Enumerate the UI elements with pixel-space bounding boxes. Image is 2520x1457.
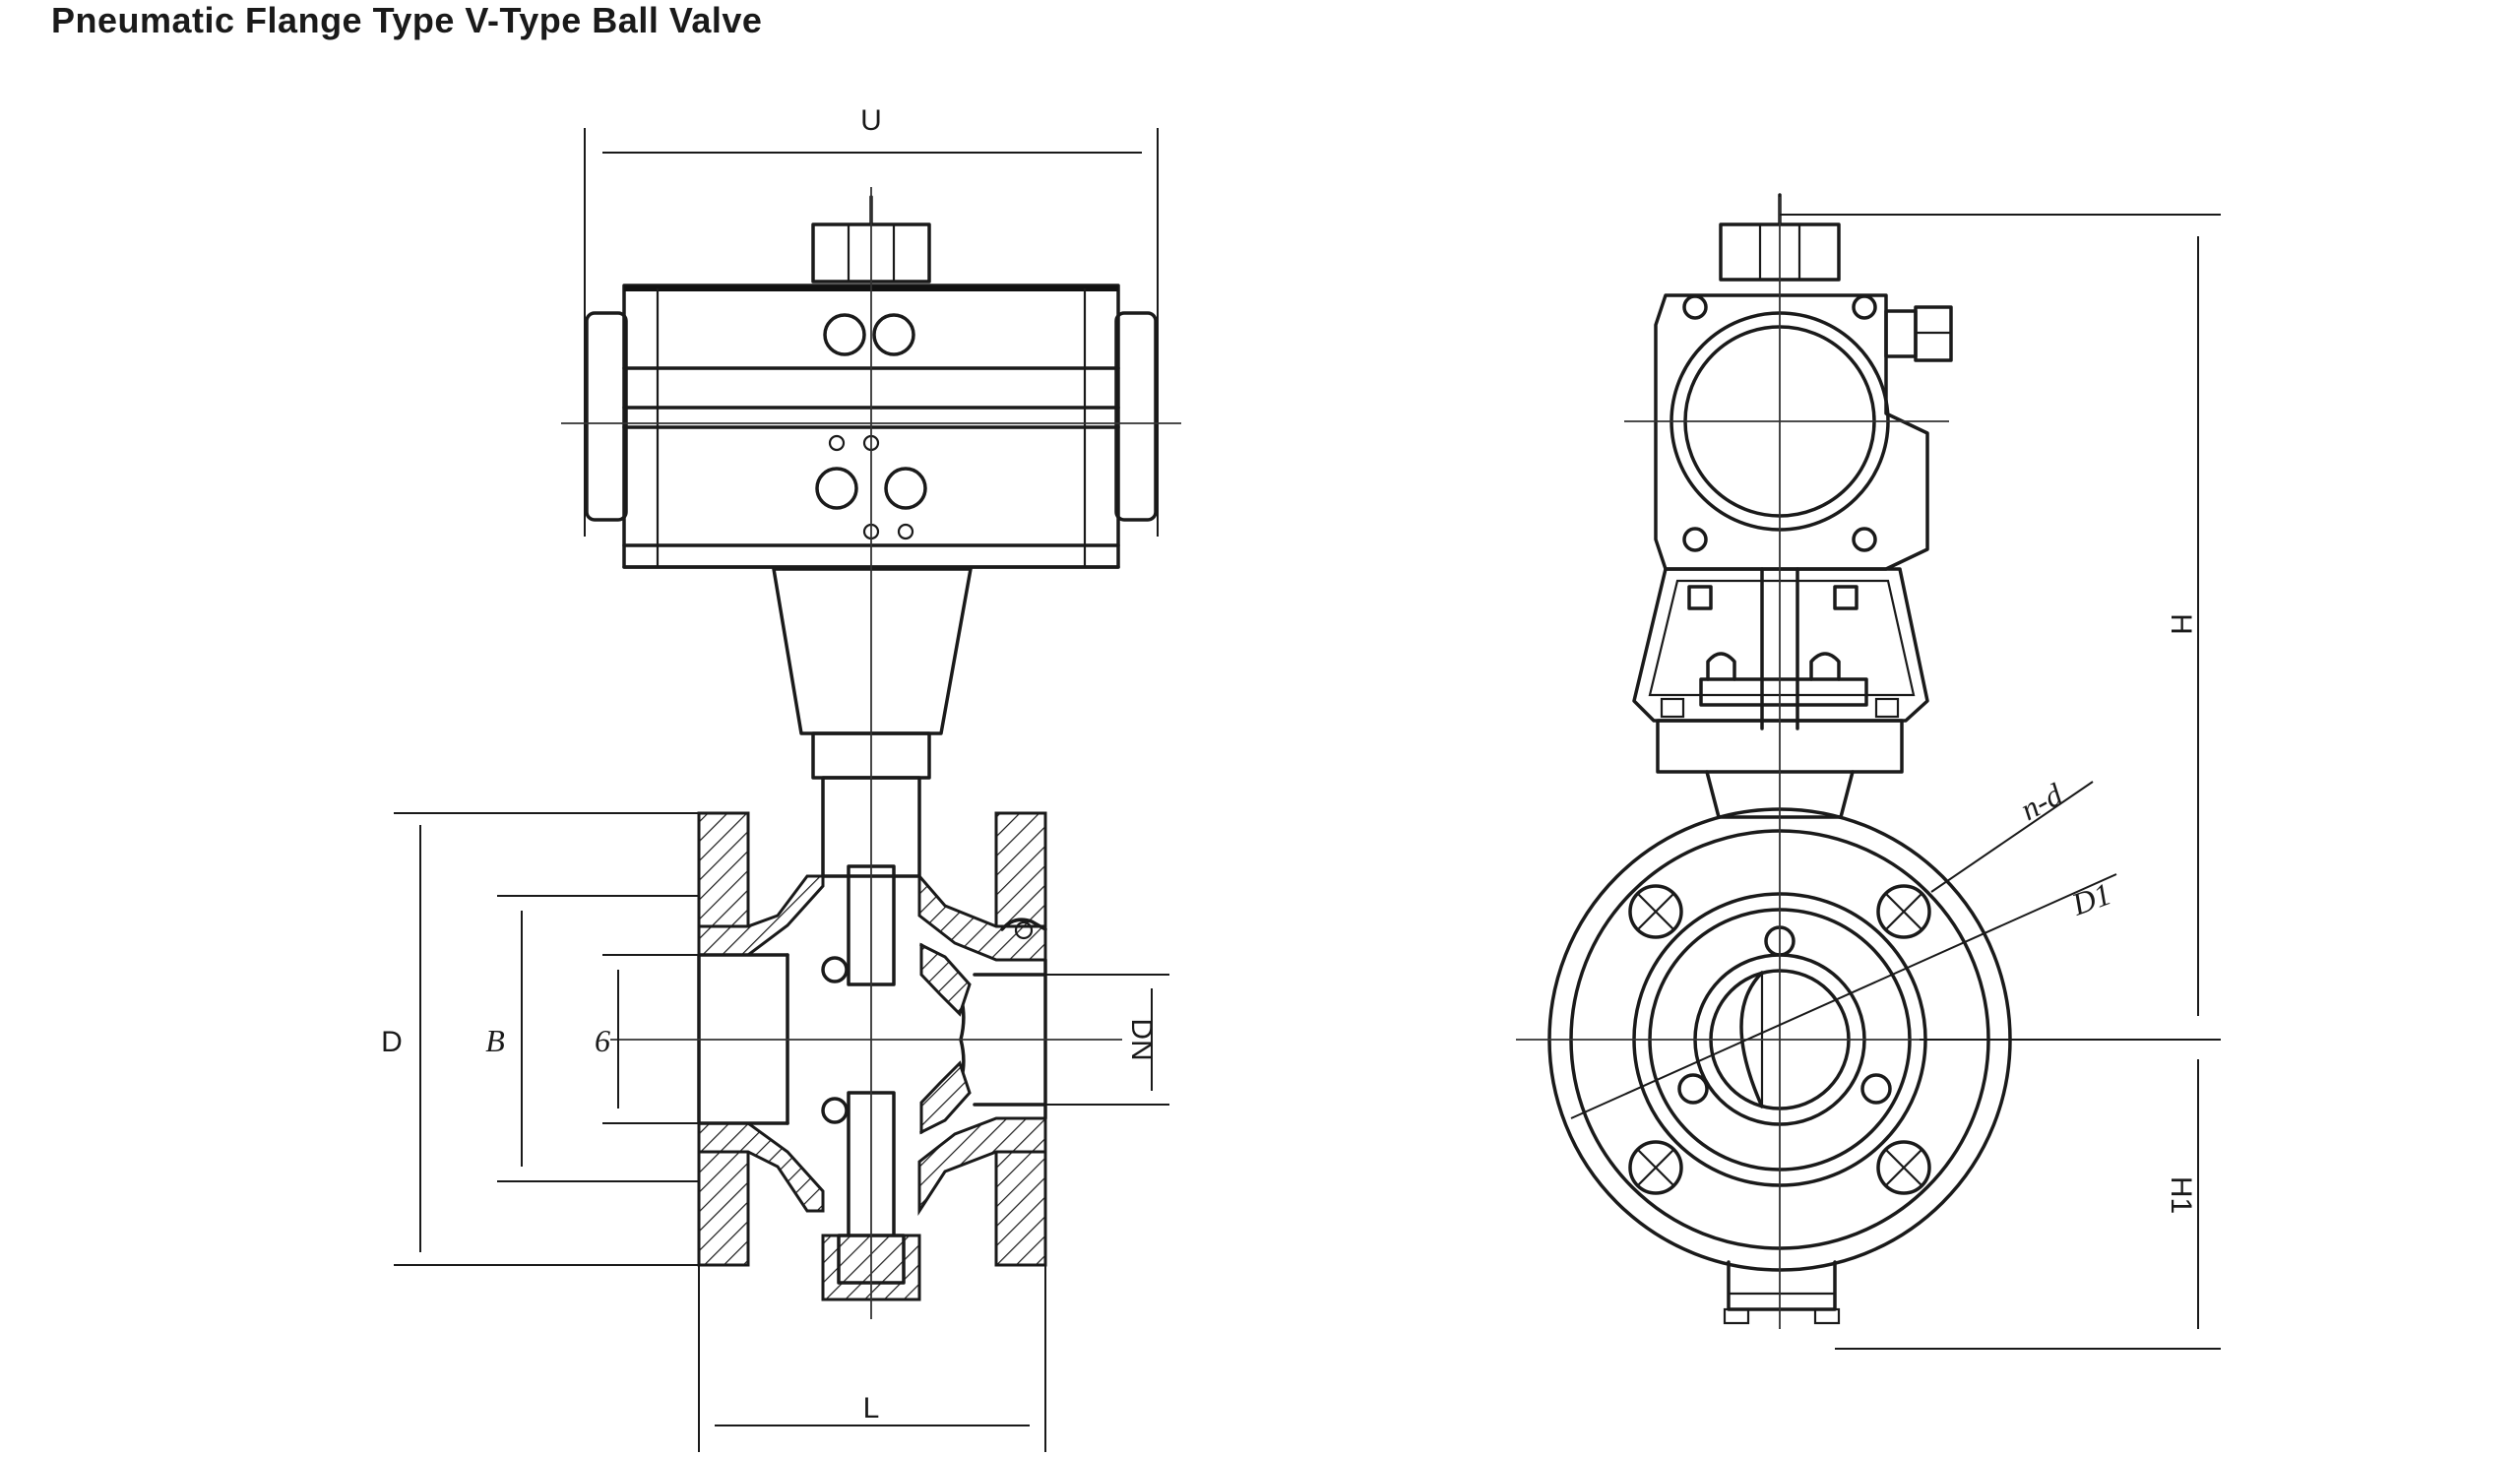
dimension-height: H	[1780, 214, 2221, 1041]
label-bolt-circle-side: D1	[2066, 875, 2115, 922]
port-circle	[823, 313, 866, 356]
label-height: H	[2165, 613, 2197, 635]
dimension-raised-face: 6	[595, 954, 699, 1124]
label-lower-height: H1	[2165, 1176, 2197, 1214]
dimension-length: L	[698, 1265, 1046, 1452]
label-top-width: U	[860, 104, 882, 137]
port-circle	[884, 467, 927, 510]
leader-bolts: n-d	[1930, 776, 2094, 893]
valve-body-section	[697, 811, 1047, 1301]
label-bore: DN	[1125, 1018, 1158, 1060]
bolt-holes	[1628, 884, 1931, 1195]
bottom-boss	[1723, 1260, 1841, 1325]
dimension-bore: DN	[1045, 974, 1169, 1106]
leader-bolt-circle: D1	[1570, 873, 2117, 1119]
port-circle	[872, 313, 915, 356]
dimension-lower-height: H1	[1835, 1059, 2221, 1350]
drawing-title: Pneumatic Flange Type V-Type Ball Valve	[51, 0, 763, 40]
front-view: U	[381, 104, 1181, 1452]
dimension-bolt-circle: B	[485, 895, 699, 1182]
side-view: n-d D1 H H1	[1516, 193, 2221, 1350]
label-raised-face: 6	[595, 1023, 610, 1058]
bracket	[772, 567, 973, 878]
actuator-end	[1654, 293, 1953, 571]
label-length: L	[863, 1392, 880, 1425]
label-bolts: n-d	[2014, 776, 2068, 827]
dimension-outer-diameter: D	[381, 812, 699, 1266]
port-circle	[815, 467, 858, 510]
side-bracket	[1632, 567, 1929, 774]
label-outer-diameter: D	[381, 1026, 403, 1058]
label-bolt-circle: B	[485, 1023, 505, 1058]
dimension-top-width: U	[584, 104, 1159, 537]
